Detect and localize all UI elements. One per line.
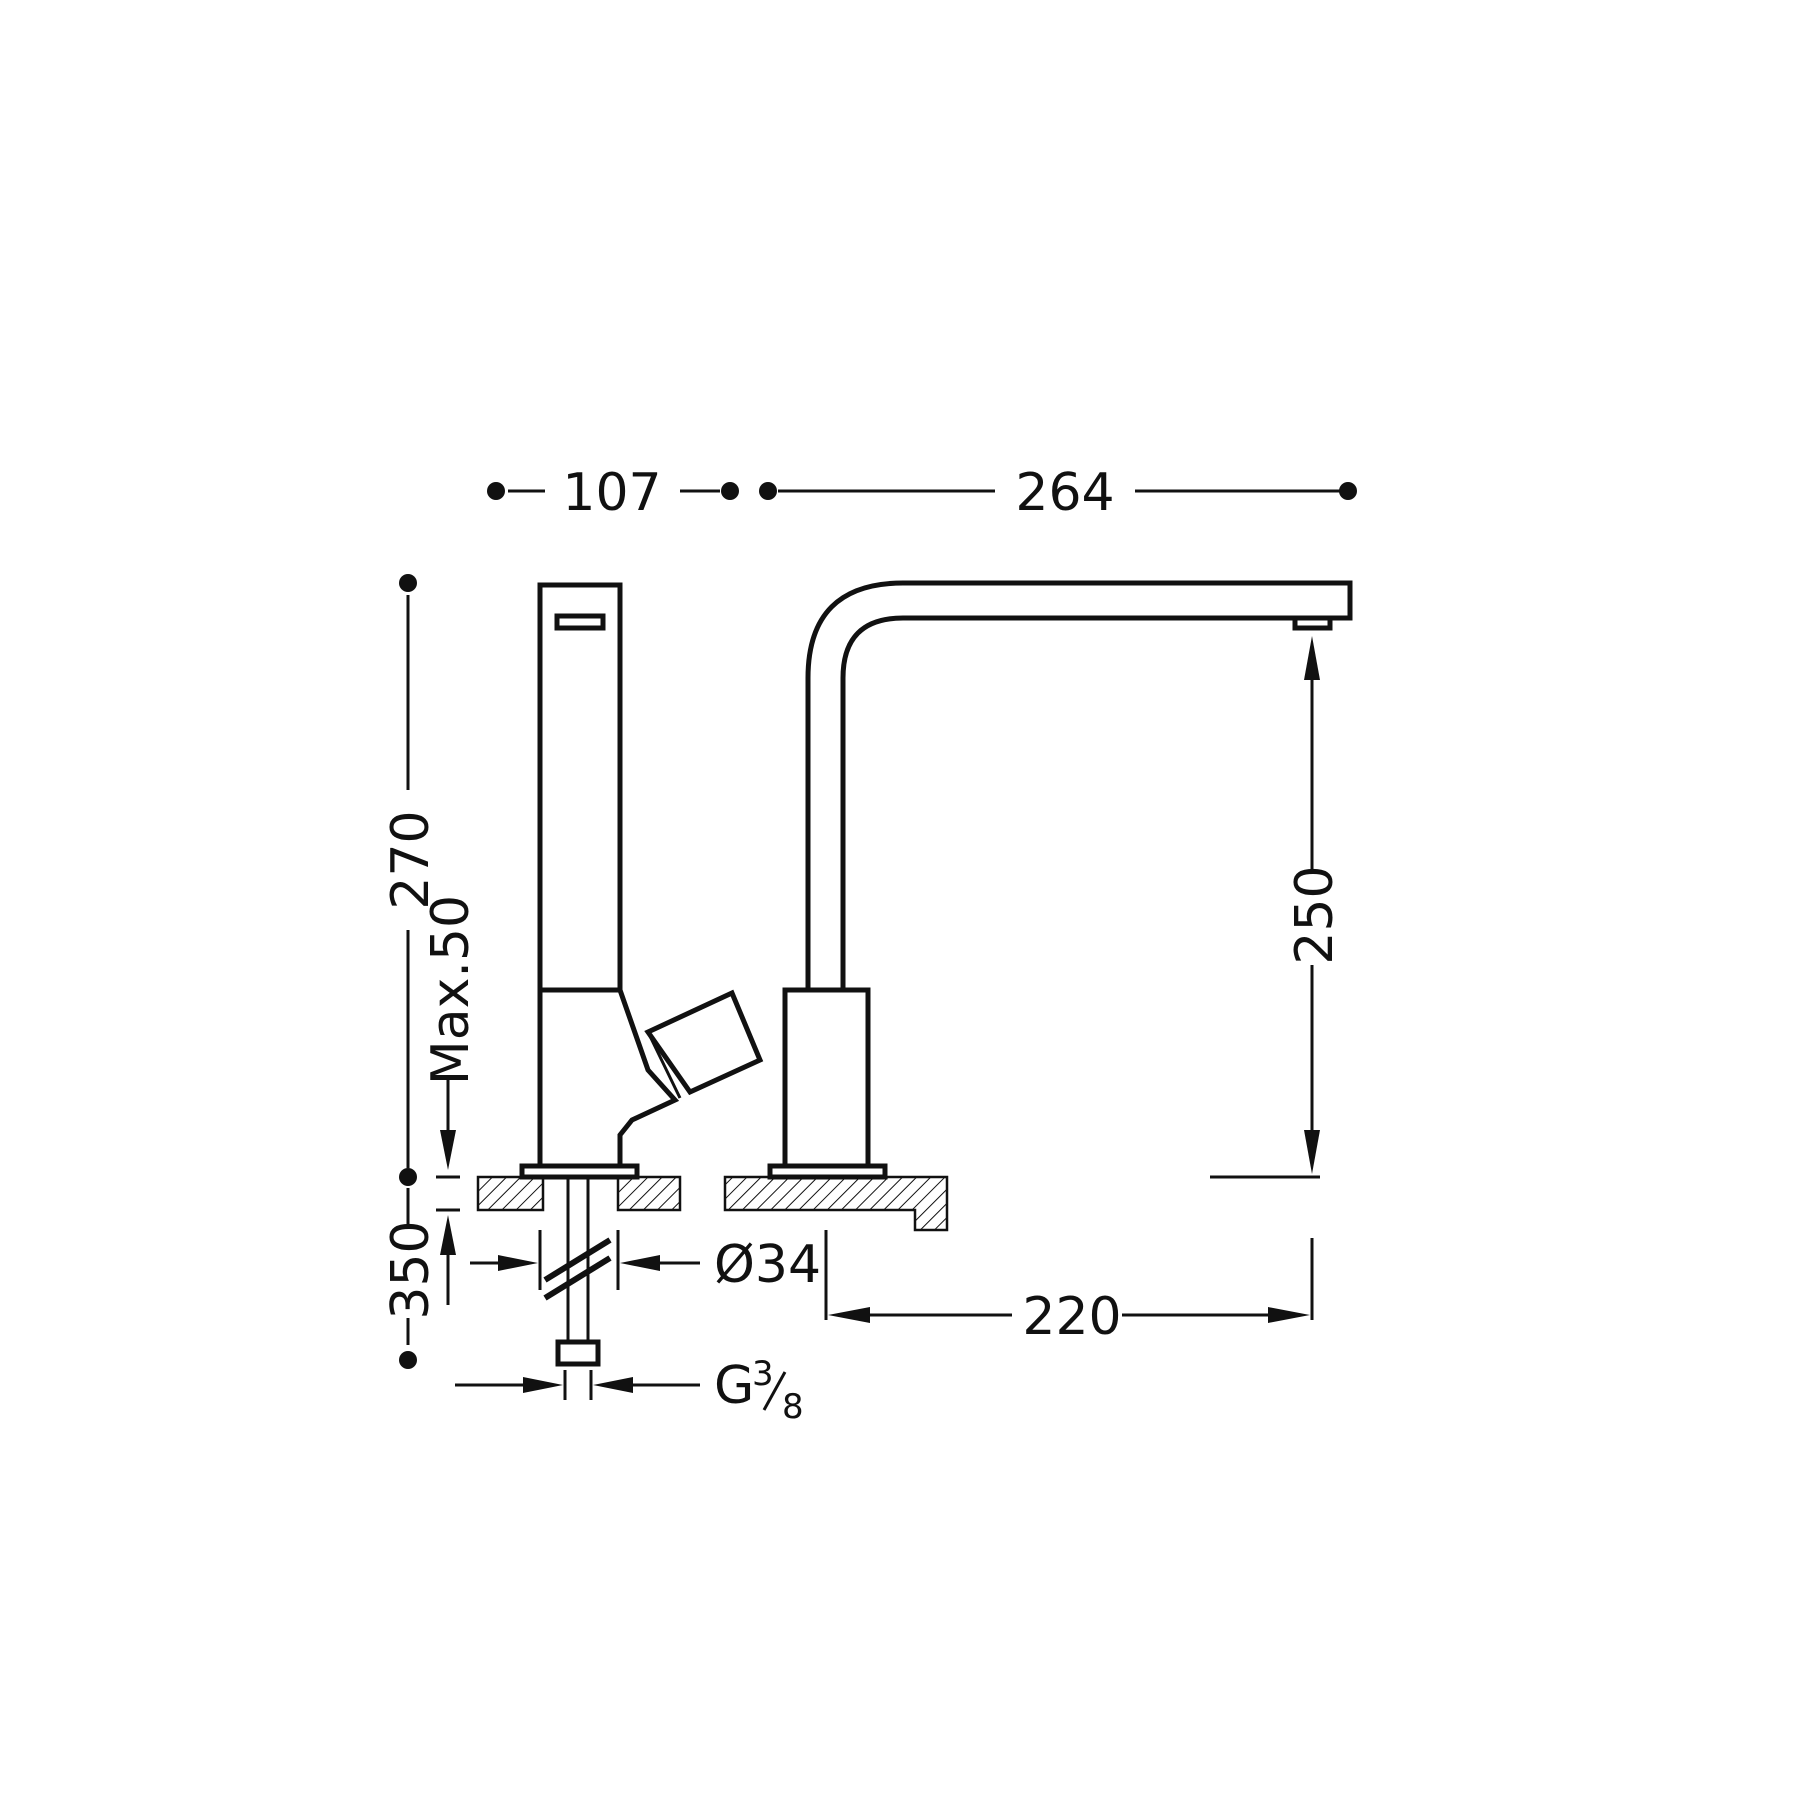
mixer-side-view [519, 582, 764, 1367]
arrow-right [498, 1255, 538, 1271]
arrow-left [593, 1377, 633, 1393]
thread-denominator: 8 [782, 1387, 804, 1427]
dimension-dot [487, 482, 505, 500]
dimension-dot [759, 482, 777, 500]
aerator [1292, 615, 1333, 631]
arrow-left [620, 1255, 660, 1271]
countertop-section [476, 1175, 545, 1212]
mixer-body [537, 582, 623, 993]
dimension-thread-g38: G 3 8 [455, 1354, 804, 1427]
arrow-down [440, 1130, 456, 1170]
spout [805, 580, 1353, 993]
base-plate [767, 1163, 888, 1180]
dimension-dot [1339, 482, 1357, 500]
lever-joint [646, 1031, 682, 1099]
hose-nut [555, 1339, 601, 1367]
dimension-220: 220 [824, 1230, 1314, 1347]
dimension-264: 264 [759, 463, 1357, 523]
dimension-264-label: 264 [1015, 463, 1114, 523]
dimension-dot [399, 574, 417, 592]
arrow-left [828, 1307, 870, 1323]
countertop-right [723, 1175, 949, 1232]
dimension-250: 250 [1210, 636, 1345, 1179]
countertop-section [723, 1175, 949, 1232]
dimension-max-50-label: Max.50 [421, 895, 481, 1085]
break-line [543, 1255, 612, 1301]
aerator [554, 613, 606, 631]
dimension-dot [399, 1351, 417, 1369]
dimension-350-label: 350 [381, 1220, 441, 1319]
dimension-250-label: 250 [1285, 865, 1345, 964]
base-plate [519, 1163, 640, 1180]
dimension-max-50: Max.50 [421, 895, 481, 1305]
mixer-lower-body [537, 987, 680, 1169]
dimension-107-label: 107 [562, 463, 661, 523]
thread-letter: G [714, 1356, 754, 1416]
dimension-diameter-34-label: Ø34 [714, 1235, 821, 1295]
mixer-body [782, 987, 871, 1169]
dimension-diameter-34: Ø34 [470, 1230, 821, 1295]
dimension-270-label: 270 [381, 810, 441, 909]
arrow-right [523, 1377, 563, 1393]
arrow-down [1304, 1130, 1320, 1174]
arrow-up [440, 1215, 456, 1255]
arrow-right [1268, 1307, 1310, 1323]
thread-numerator: 3 [752, 1354, 774, 1394]
dimension-dot [721, 482, 739, 500]
dimension-270: 270 [381, 574, 441, 1186]
lever-handle [644, 989, 764, 1096]
arrow-up [1304, 636, 1320, 680]
dimension-dot [399, 1168, 417, 1186]
break-line [543, 1237, 612, 1283]
dimension-350: 350 [381, 1188, 441, 1369]
countertop-left [476, 1175, 682, 1212]
dimension-107: 107 [487, 463, 739, 523]
countertop-section [616, 1175, 682, 1212]
fraction-slash [762, 1371, 787, 1411]
dimension-220-label: 220 [1022, 1287, 1121, 1347]
mixer-front-view [767, 580, 1353, 1180]
